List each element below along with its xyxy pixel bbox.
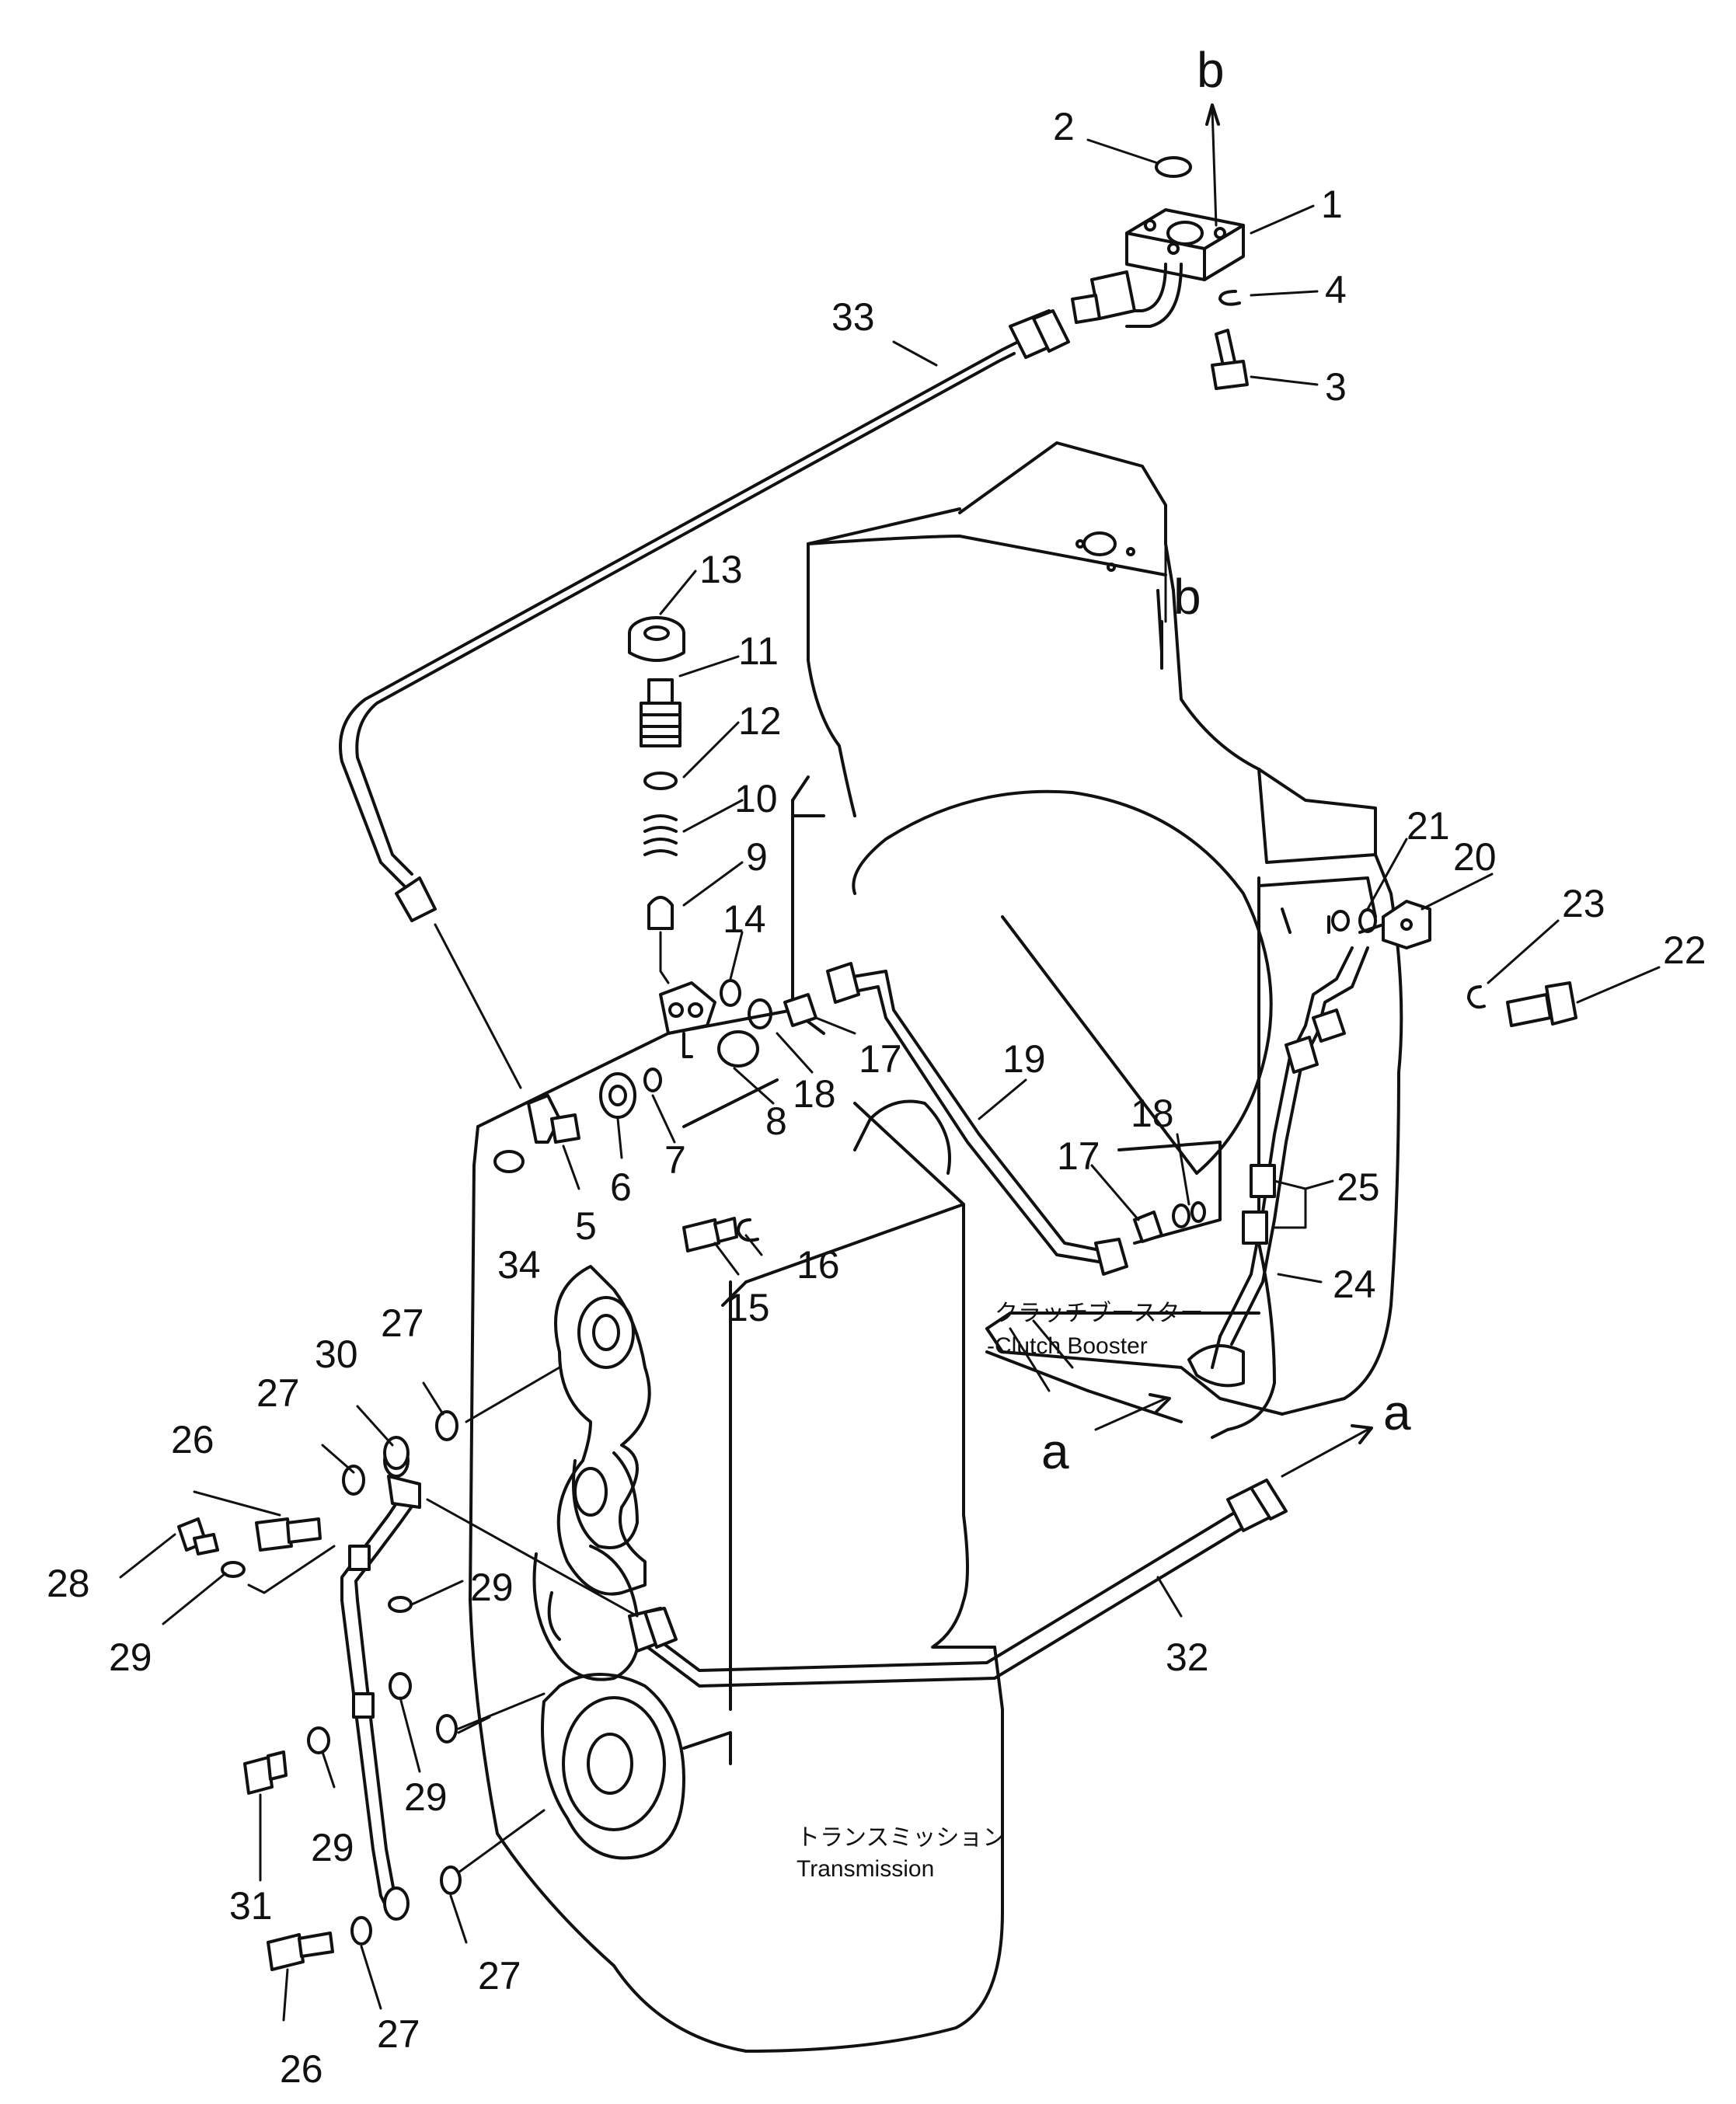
part-number-1: 1 [1321, 183, 1343, 226]
part-number-29-b: 29 [470, 1566, 514, 1609]
part-number-27-b: 27 [381, 1301, 424, 1345]
part-number-12: 12 [738, 699, 782, 743]
part-number-18-lower: 18 [1131, 1092, 1174, 1135]
hardware [177, 156, 1577, 1971]
part-number-29-a: 29 [109, 1635, 152, 1679]
part-number-29-c: 29 [404, 1775, 448, 1819]
part-number-27-c: 27 [377, 2012, 420, 2056]
part-number-5: 5 [575, 1204, 597, 1248]
part-number-13: 13 [699, 548, 743, 591]
clutch-booster-label-jp: クラッチブースター [995, 1301, 1204, 1326]
part-number-25: 25 [1337, 1165, 1380, 1209]
part-number-10: 10 [734, 777, 778, 820]
transmission-label: Transmission [797, 1856, 934, 1882]
ref-b-body: b [1173, 569, 1201, 625]
part-number-32: 32 [1166, 1635, 1209, 1679]
part-number-2: 2 [1053, 105, 1075, 148]
part-number-17-lower: 17 [1057, 1134, 1100, 1178]
part-number-27-d: 27 [478, 1954, 521, 1998]
part-number-15: 15 [727, 1286, 770, 1329]
part-number-8: 8 [765, 1099, 787, 1143]
part-number-19: 19 [1002, 1037, 1046, 1081]
transmission-housing [469, 441, 1403, 2053]
part-number-16: 16 [797, 1243, 840, 1287]
part-number-28: 28 [47, 1562, 90, 1605]
part-number-27-a: 27 [256, 1371, 300, 1415]
part-number-7: 7 [664, 1138, 686, 1182]
part-number-14: 14 [723, 897, 766, 941]
part-number-26-lower: 26 [280, 2047, 323, 2091]
part-number-17-upper: 17 [859, 1037, 902, 1081]
part-number-34: 34 [497, 1243, 541, 1287]
part-number-24: 24 [1333, 1263, 1376, 1306]
part-number-33: 33 [831, 295, 875, 339]
reference-arrows [1094, 103, 1373, 1478]
part-number-22: 22 [1663, 928, 1706, 972]
part-number-6: 6 [610, 1165, 632, 1209]
ref-a-right: a [1383, 1385, 1411, 1440]
part-number-26-upper: 26 [171, 1418, 214, 1461]
ref-a-left: a [1041, 1423, 1069, 1479]
part-number-23: 23 [1562, 882, 1605, 925]
piping [339, 309, 1369, 1921]
part-number-31: 31 [229, 1884, 273, 1928]
leader-lines [119, 138, 1661, 2022]
part-number-29-d: 29 [311, 1826, 354, 1869]
ref-b-top: b [1197, 42, 1225, 98]
part-number-21: 21 [1407, 804, 1450, 848]
part-number-18-upper: 18 [793, 1072, 836, 1116]
part-number-9: 9 [746, 835, 768, 879]
part-number-3: 3 [1325, 365, 1347, 409]
part-number-20: 20 [1453, 835, 1497, 879]
part-number-11: 11 [738, 629, 779, 673]
part-number-4: 4 [1325, 268, 1347, 312]
transmission-label-jp: トランスミッション [797, 1825, 1006, 1851]
clutch-booster-label: -Clutch Booster [987, 1333, 1148, 1359]
part-number-30: 30 [315, 1332, 358, 1376]
